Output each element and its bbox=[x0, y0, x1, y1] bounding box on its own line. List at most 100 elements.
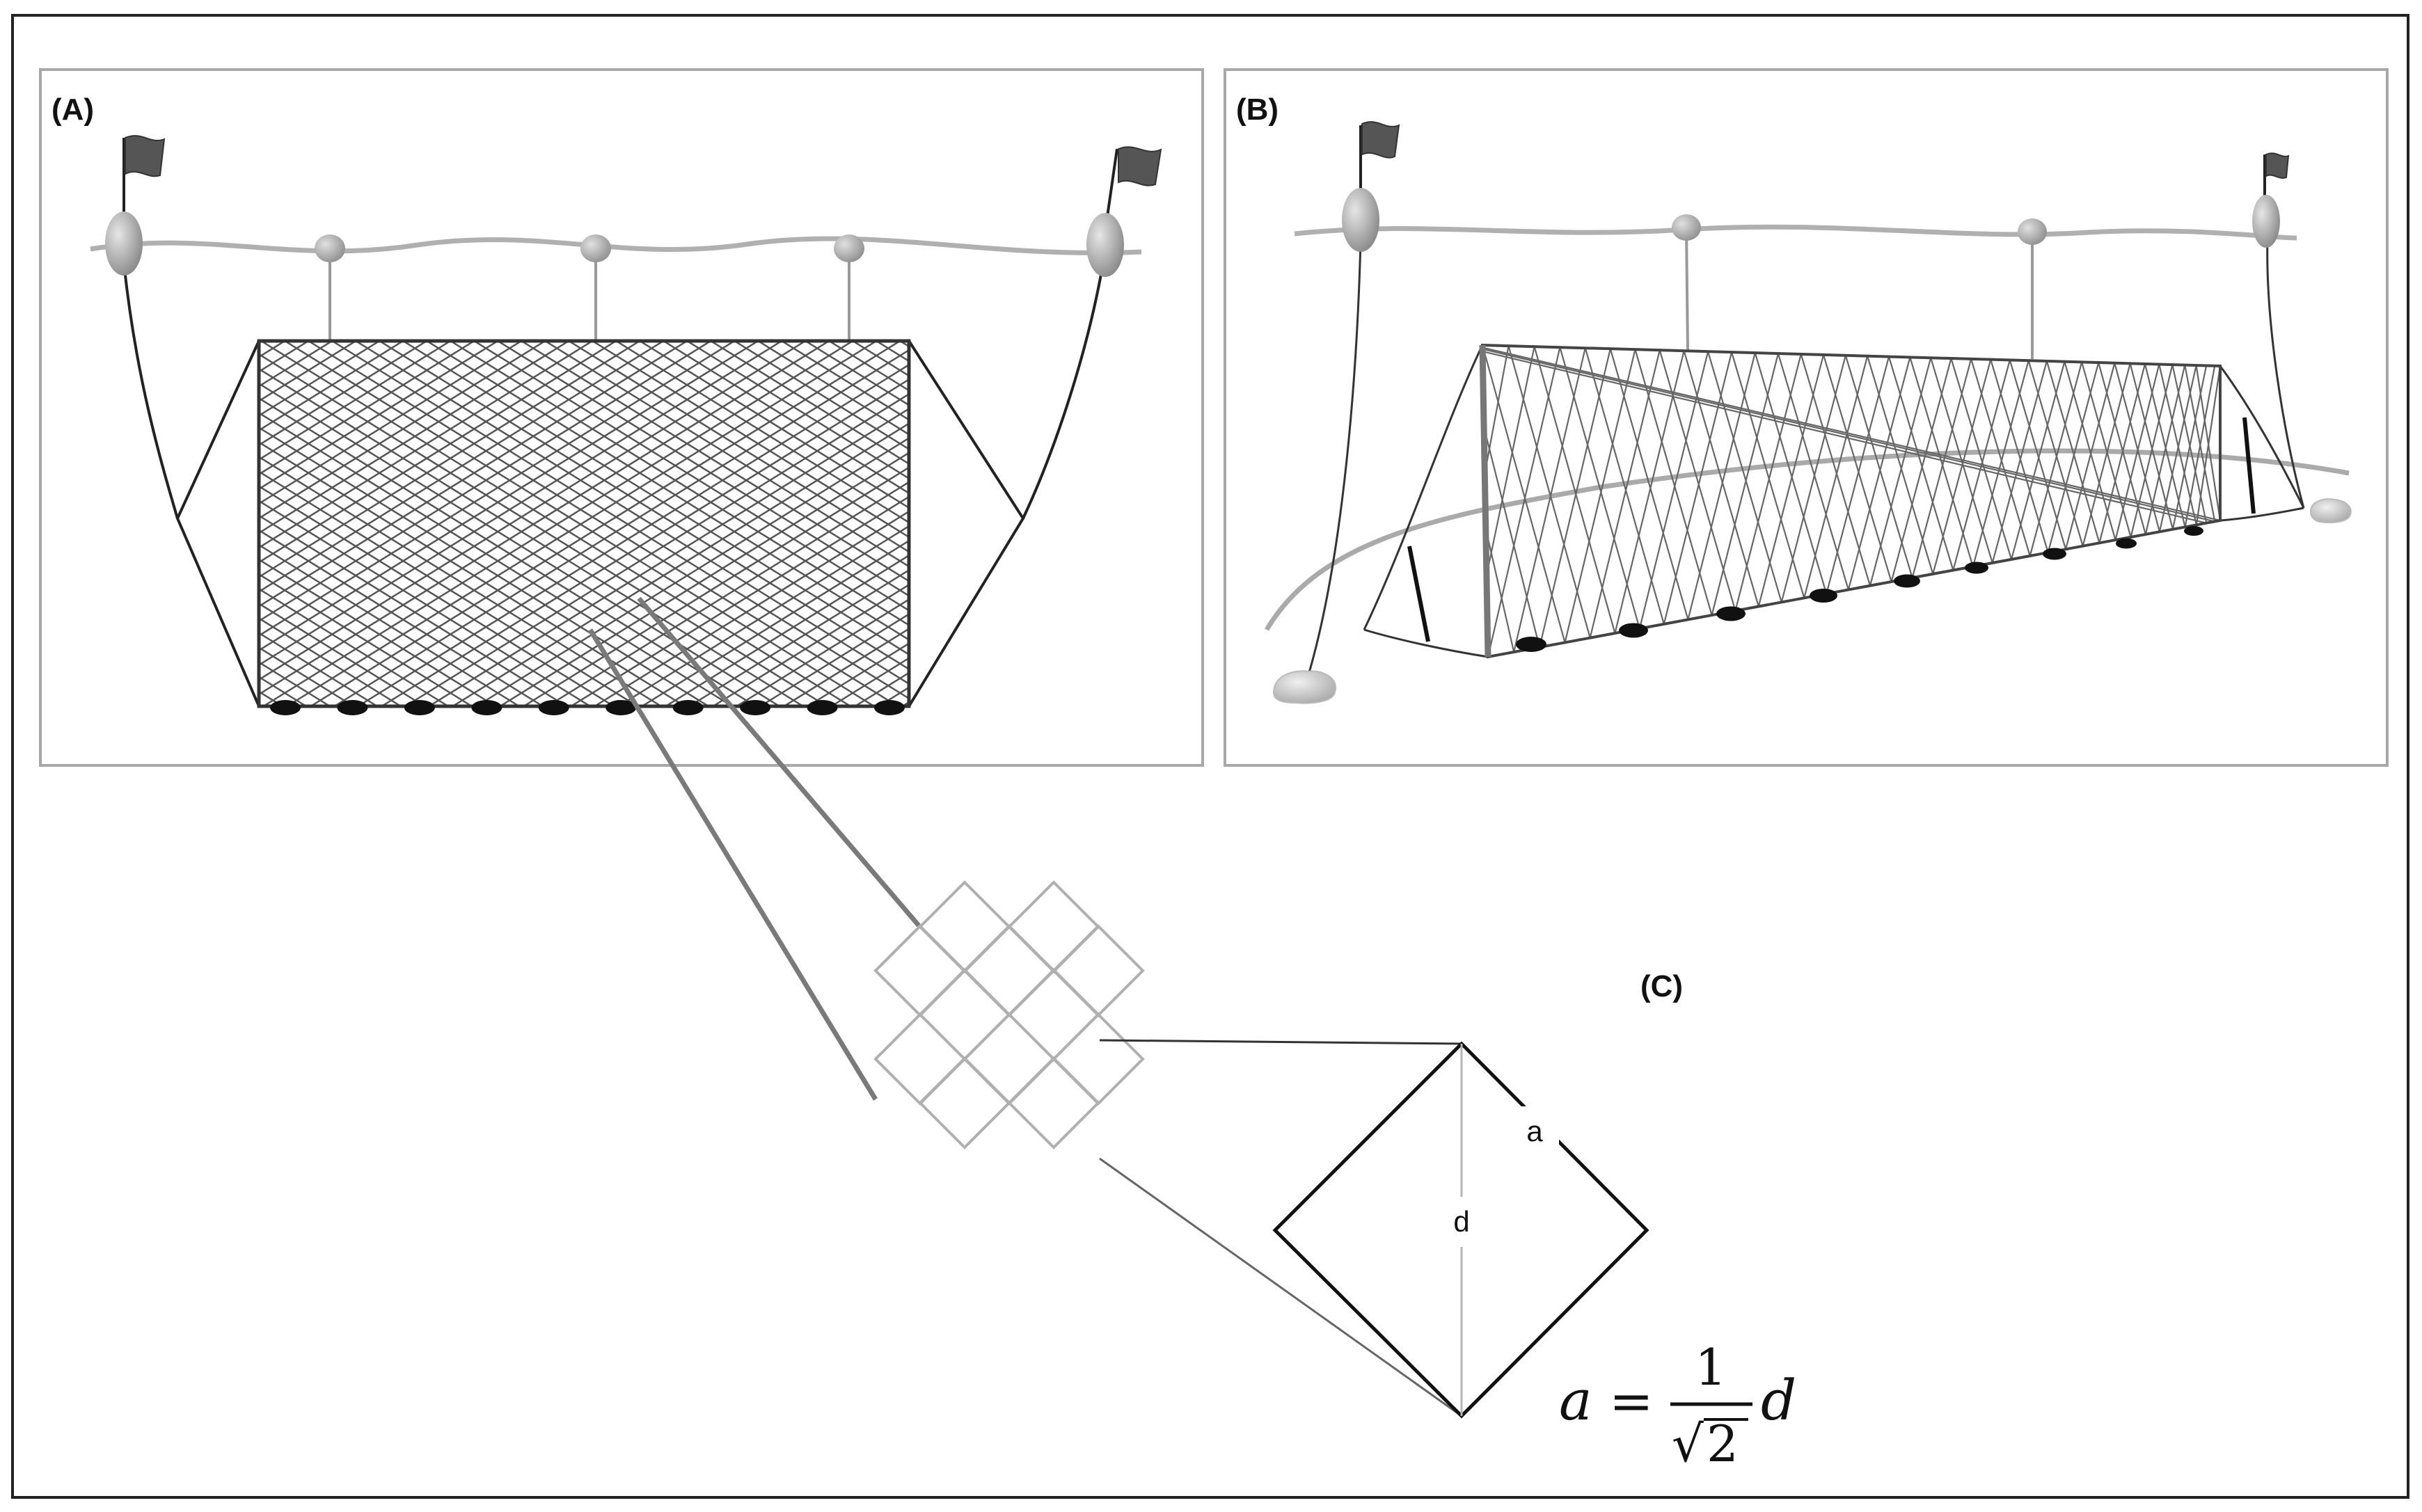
mesh-strand bbox=[594, 510, 909, 706]
lead-weight-icon bbox=[538, 700, 569, 715]
mesh-strand bbox=[568, 341, 909, 553]
mesh-strand bbox=[1482, 345, 2215, 523]
mesh-strand bbox=[259, 456, 662, 706]
mesh-cell bbox=[873, 1012, 967, 1106]
buoy-line-left bbox=[122, 262, 179, 519]
mesh-strand bbox=[381, 378, 909, 706]
mesh-strand bbox=[995, 341, 1584, 706]
flag-icon bbox=[2265, 152, 2290, 179]
mesh-leader-top bbox=[1099, 1039, 1462, 1045]
mesh-strand bbox=[259, 341, 451, 461]
lead-weight-icon bbox=[874, 700, 905, 715]
mesh-strand bbox=[1890, 358, 1952, 582]
mesh-strand bbox=[259, 341, 640, 578]
mesh-strand bbox=[1513, 347, 1586, 653]
mesh-strand bbox=[1867, 356, 1934, 575]
mesh-strand bbox=[259, 573, 473, 706]
mesh-strand bbox=[1683, 350, 1759, 607]
buoy-line-left bbox=[1307, 239, 1362, 676]
panel-c: (C) a d a = 1 √ 2 d bbox=[588, 596, 1796, 1473]
flag-icon bbox=[125, 135, 166, 177]
mesh-strand bbox=[1659, 349, 1736, 612]
mesh-strand bbox=[544, 341, 909, 568]
mesh-strand bbox=[259, 543, 520, 706]
mesh-strand bbox=[2184, 365, 2216, 527]
mesh-strand bbox=[1826, 356, 1890, 594]
mesh-strand bbox=[1255, 341, 1844, 706]
mesh-strand bbox=[259, 341, 782, 667]
mesh-size-formula: a = 1 √ 2 d bbox=[1559, 1338, 1796, 1473]
mesh-strand bbox=[260, 341, 851, 706]
bridle-spreader-left bbox=[1407, 546, 1430, 642]
mesh-strand bbox=[876, 341, 909, 363]
mesh-strand bbox=[259, 341, 593, 549]
mesh-strand bbox=[0, 341, 166, 706]
mesh-strand bbox=[426, 341, 909, 641]
mesh-strand bbox=[259, 341, 617, 564]
mesh-strand bbox=[259, 341, 546, 520]
mesh-strand bbox=[570, 495, 909, 706]
mesh-strand bbox=[0, 341, 235, 706]
mesh-strand bbox=[1482, 345, 2215, 367]
buoy-right bbox=[1086, 146, 1162, 277]
mesh-strand bbox=[830, 657, 909, 706]
lead-line-weights-a bbox=[270, 700, 905, 715]
mesh-cell bbox=[1007, 880, 1100, 973]
mesh-side-label: a bbox=[1526, 1115, 1543, 1147]
mesh-strand bbox=[523, 466, 909, 706]
formula-equals: = bbox=[1609, 1370, 1654, 1432]
mesh-strand bbox=[259, 341, 759, 652]
net-panel-b bbox=[1404, 343, 2222, 671]
mesh-strand bbox=[2027, 360, 2084, 547]
mesh-strand bbox=[499, 452, 909, 706]
mesh-strand bbox=[663, 341, 909, 495]
buoy-left bbox=[105, 135, 166, 276]
mesh-strand bbox=[259, 367, 804, 706]
panel-b: (B) bbox=[1224, 68, 2389, 767]
mesh-strand bbox=[259, 602, 425, 706]
mesh-strand bbox=[686, 341, 909, 480]
lead-weight-icon bbox=[337, 700, 368, 715]
mesh-strand bbox=[1404, 343, 1462, 662]
panel-a-border bbox=[39, 68, 1204, 767]
mesh-strand bbox=[1990, 359, 2049, 553]
mesh-cell bbox=[1007, 968, 1100, 1061]
mesh-strand bbox=[759, 613, 909, 706]
flag-pole bbox=[1105, 148, 1118, 222]
panel-a: (A) bbox=[0, 68, 1892, 767]
mesh-strand bbox=[0, 341, 119, 706]
mesh-strand bbox=[1302, 341, 1892, 706]
mesh-strand bbox=[1482, 345, 2220, 522]
lead-weight-icon bbox=[1716, 606, 1746, 621]
mesh-strand bbox=[497, 341, 909, 597]
mesh-strand bbox=[828, 341, 909, 392]
mesh-cell bbox=[1007, 1056, 1100, 1149]
mesh-strand bbox=[402, 341, 909, 656]
mesh-strand bbox=[878, 686, 909, 706]
mesh-strand bbox=[1411, 344, 1456, 671]
mesh-cell bbox=[1052, 1012, 1145, 1106]
lead-weight-icon bbox=[672, 700, 704, 715]
mesh-strand bbox=[1911, 358, 1972, 578]
mesh-cell bbox=[918, 880, 1011, 973]
mesh-strand bbox=[1663, 351, 1733, 625]
mesh-strand bbox=[259, 341, 404, 431]
mesh-strand bbox=[0, 341, 214, 706]
bridle-left bbox=[175, 340, 260, 707]
float-drop-1 bbox=[1685, 229, 1689, 351]
mesh-strand bbox=[899, 341, 909, 348]
mesh-strand bbox=[546, 481, 909, 706]
mesh-strand bbox=[1482, 345, 1515, 653]
mesh-strand bbox=[259, 427, 709, 706]
buoy-icon bbox=[1086, 213, 1124, 277]
mesh-strand bbox=[641, 539, 909, 706]
mesh-strand bbox=[1482, 345, 1484, 657]
mesh-strand bbox=[404, 392, 909, 706]
mesh-strand bbox=[1757, 354, 1825, 607]
mesh-strand bbox=[450, 341, 909, 626]
mesh-strand bbox=[259, 411, 733, 706]
mesh-strand bbox=[0, 341, 72, 706]
mesh-strand bbox=[1844, 355, 1913, 578]
buoy-line-right bbox=[1022, 262, 1105, 519]
mesh-strand bbox=[2195, 365, 2220, 525]
